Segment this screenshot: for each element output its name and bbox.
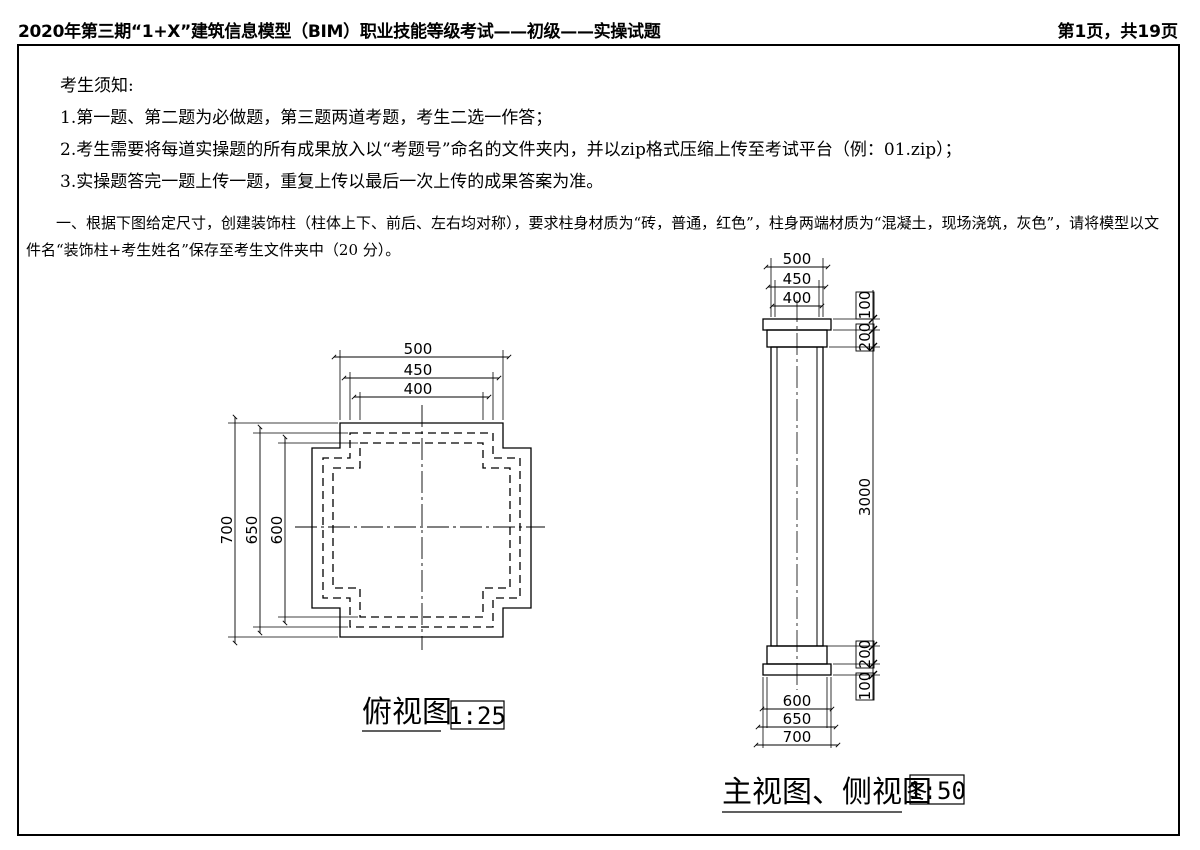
plan-dim-top: 500: [404, 340, 433, 358]
elev-dim-right: 100: [856, 672, 874, 701]
page-header: 2020年第三期“1+X”建筑信息模型（BIM）职业技能等级考试——初级——实操…: [0, 0, 1200, 44]
plan-scale-box: [450, 700, 505, 730]
notes-item: 2.考生需要将每道实操题的所有成果放入以“考题号”命名的文件夹内，并以zip格式…: [60, 140, 962, 160]
elevation-view: [753, 258, 880, 748]
plan-dim-left: 600: [268, 516, 286, 545]
plan-outline-middle: [322, 432, 521, 628]
plan-dim-labels: 500 450 400 700 650 600: [218, 340, 432, 544]
elev-dim-right: 200: [856, 640, 874, 669]
plan-scale: 1:25: [448, 702, 506, 730]
notes-item: 3.实操题答完一题上传一题，重复上传以最后一次上传的成果答案为准。: [60, 172, 604, 192]
elev-dim-bottom: 700: [783, 728, 812, 746]
candidate-notes: 考生须知: 1.第一题、第二题为必做题，第三题两道考题，考生二选一作答； 2.考…: [60, 70, 962, 198]
elevation-scale-box: [909, 774, 965, 805]
elev-dim-right: 3000: [856, 478, 874, 516]
question-1-line: 一、根据下图给定尺寸，创建装饰柱（柱体上下、前后、左右均对称），要求柱身材质为“…: [56, 214, 1160, 232]
notes-item: 1.第一题、第二题为必做题，第三题两道考题，考生二选一作答；: [60, 108, 553, 128]
notes-heading: 考生须知:: [60, 76, 134, 96]
elev-dim-bottom: 600: [783, 692, 812, 710]
plan-outline-inner: [332, 442, 511, 618]
elev-dim-top: 500: [783, 250, 812, 268]
plan-dim-top: 450: [404, 361, 433, 379]
elevation-dim-labels: 500 450 400 600 650 700 100 200 3000 200…: [783, 250, 874, 746]
elevation-view-caption: 主视图、侧视图: [722, 775, 932, 810]
elev-dim-top: 400: [783, 289, 812, 307]
question-1: 一、根据下图给定尺寸，创建装饰柱（柱体上下、前后、左右均对称），要求柱身材质为“…: [26, 210, 1176, 264]
elev-dim-right: 100: [856, 291, 874, 320]
question-1-line: 件名“装饰柱+考生姓名”保存至考生文件夹中（20 分）。: [26, 241, 401, 259]
plan-outline-outer: [311, 422, 532, 638]
plan-dim-left: 650: [243, 516, 261, 545]
plan-dim-top: 400: [404, 380, 433, 398]
plan-view-caption: 俯视图: [362, 695, 452, 730]
page-number: 第1页，共19页: [1057, 22, 1179, 42]
elev-dim-top: 450: [783, 270, 812, 288]
elev-dim-right: 200: [856, 323, 874, 352]
content-frame: [17, 44, 1180, 836]
elev-dim-bottom: 650: [783, 710, 812, 728]
plan-view: [228, 350, 545, 650]
exam-title: 2020年第三期“1+X”建筑信息模型（BIM）职业技能等级考试——初级——实操…: [18, 22, 661, 42]
elevation-scale: 1:50: [908, 777, 966, 805]
plan-dim-left: 700: [218, 516, 236, 545]
